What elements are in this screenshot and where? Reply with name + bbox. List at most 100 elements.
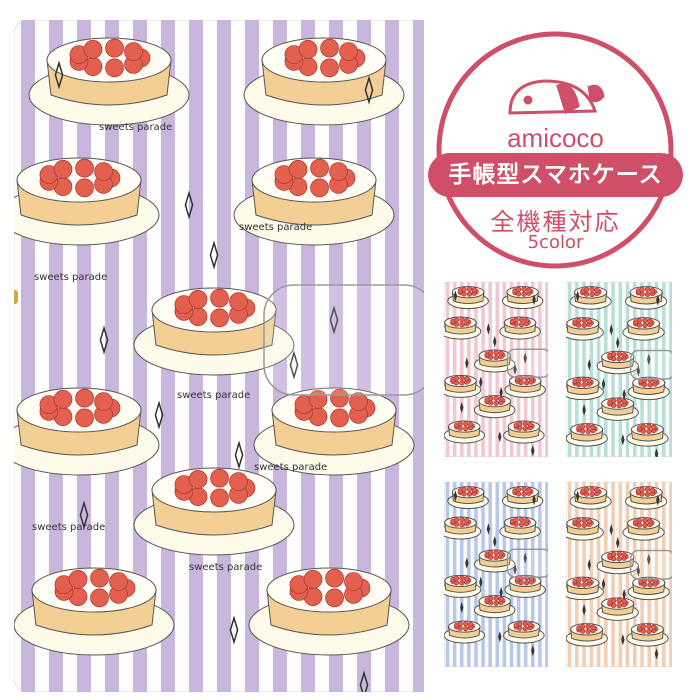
sparkle-icon [479,376,483,388]
strawberry-tart-icon [622,517,665,541]
stripe [582,482,586,667]
stripe [531,282,535,457]
stripe [445,282,450,457]
pattern-text: sweets parade [239,222,312,233]
stripe [538,282,542,457]
strawberry-tart-icon [444,620,486,644]
sparkle-icon [582,604,586,616]
stripe [516,482,521,667]
stripe [509,482,514,667]
sparkle-icon [493,335,497,348]
strawberry-tart-icon [473,349,516,373]
sparkle-icon [229,615,239,645]
sparkle-icon [587,359,591,371]
sparkle-icon [654,648,659,660]
strawberry-tart-icon [569,486,612,510]
sparkle-icon [532,494,536,506]
strawberry-tart-icon [596,350,639,375]
strawberry-tart-icon [566,576,604,601]
color-count-text: 5color [527,232,584,253]
stripe [413,20,424,692]
strawberry-tart-icon [499,516,541,540]
variant-blue[interactable] [444,482,548,667]
stripe [618,482,623,667]
strawberry-tart-icon [596,397,639,421]
sparkle-icon [99,325,109,355]
strawberry-tart-icon [473,549,516,573]
strawberry-tart-icon [133,287,295,376]
sparkle-icon [622,388,626,401]
sparkle-icon [656,494,660,506]
stripe [611,482,615,667]
pattern-text: sweets parade [32,522,105,533]
magnetic-clasp [506,348,548,378]
sparkle-icon [493,535,497,548]
stripe [654,282,659,457]
sparkle-icon [532,294,536,306]
stripe [567,282,572,457]
stripe [474,482,478,667]
variant-pink[interactable] [444,282,548,457]
sparkle-icon [523,352,527,364]
variant-mint[interactable] [566,282,672,457]
strawberry-tart-icon [473,595,516,619]
brand-badge: amicoco 手帳型スマホケース 全機種対応 5color [428,28,683,273]
stripe [467,282,471,457]
stripe [589,482,594,667]
stripe [632,482,637,667]
stripe [669,482,672,667]
sparkle-icon [453,490,458,502]
stripe [523,482,528,667]
stripe [452,482,457,667]
strawberry-tart-icon [566,423,608,447]
sparkle-icon [615,337,620,349]
sparkle-icon [486,523,491,535]
strawberry-tart-icon [499,316,541,340]
stripe [661,482,666,667]
strawberry-tart-icon [566,623,608,647]
variant-beige[interactable] [566,482,672,667]
stripe [589,282,594,457]
strawberry-tart-icon [624,286,668,310]
stripe [640,282,644,457]
sparkle-icon [289,350,299,380]
strawberry-tart-icon [596,597,639,621]
strawberry-tart-icon [569,286,612,310]
sparkle-icon [575,490,580,502]
strap-ring [14,290,18,304]
sparkle-icon [79,500,89,530]
strawberry-tart-icon [14,387,160,476]
strawberry-tart-icon [596,550,639,575]
strawberry-tart-icon [447,286,489,310]
sparkle-icon [154,400,164,430]
sparkle-icon [499,586,503,598]
sparkle-icon [601,378,606,390]
stripe [459,482,464,667]
sparkle-icon [523,552,527,564]
strawberry-tart-icon [501,486,544,510]
stripe [625,482,630,667]
sparkle-icon [499,386,503,398]
stripe [481,482,485,667]
strawberry-tart-icon [248,567,410,656]
pattern-text: sweets parade [177,390,250,401]
stripe [640,482,644,667]
stripe [582,282,586,457]
sparkle-icon [531,445,535,457]
magnetic-clasp [629,349,672,380]
strawberry-tart-icon [626,623,669,647]
strawberry-tart-icon [503,620,545,644]
strawberry-tart-icon [566,376,604,401]
strawberry-tart-icon [566,317,604,341]
sparkle-icon [575,290,580,302]
stripe [467,482,471,667]
stripe [654,482,659,667]
sparkle-icon [460,401,464,414]
stripe [495,482,500,667]
badge-circle [436,31,674,269]
sparkle-icon [479,576,483,588]
strawberry-tart-icon [504,574,546,598]
sparkle-icon [647,353,651,366]
stripe [516,282,521,457]
product-type-banner: 手帳型スマホケース [428,153,683,197]
